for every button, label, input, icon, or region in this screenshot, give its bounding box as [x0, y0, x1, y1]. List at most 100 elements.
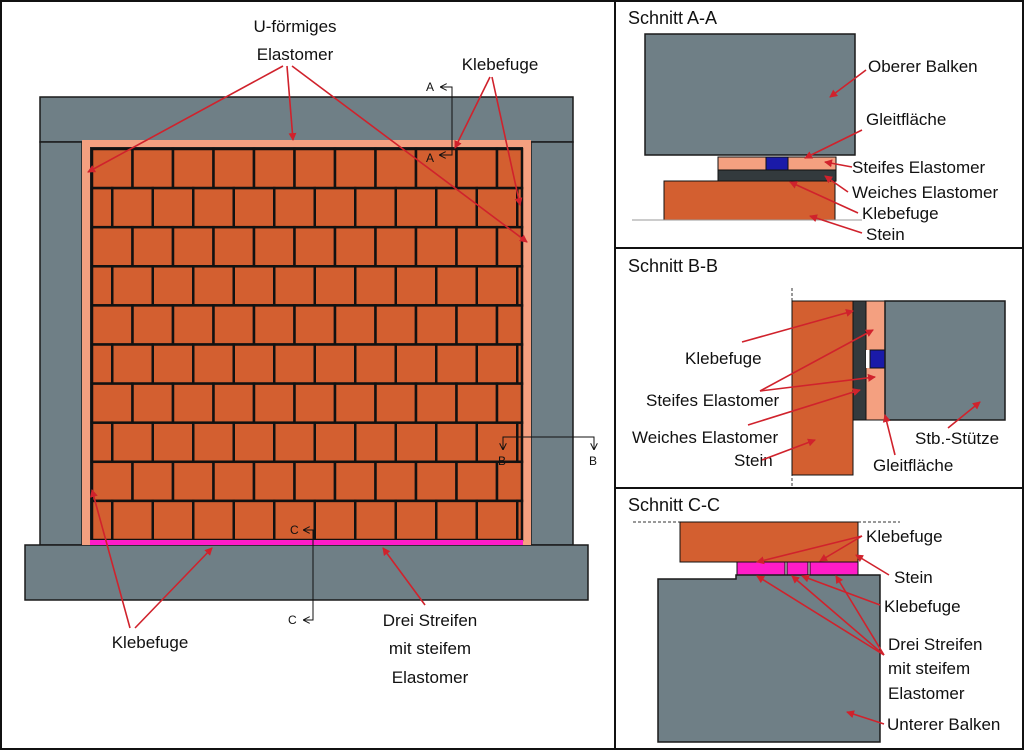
arrow [789, 181, 859, 214]
brick [232, 343, 276, 385]
label: Stb.-Stütze [915, 429, 999, 448]
arrow [801, 574, 881, 606]
brick [495, 382, 524, 424]
brick [151, 421, 195, 464]
brick [90, 343, 114, 385]
right-column [530, 141, 574, 546]
brick [252, 147, 296, 190]
brick [435, 186, 478, 229]
sliding-surface [765, 156, 789, 171]
brick [455, 147, 499, 190]
label: Unterer Balken [887, 715, 1000, 734]
brick [333, 460, 377, 503]
brick [192, 421, 235, 464]
section-cc: Schnitt C-C Klebefuge Stein Klebefuge Dr… [628, 495, 1000, 743]
arrow [835, 575, 885, 656]
gap [866, 350, 870, 368]
brick [455, 460, 499, 503]
bottom-strips [90, 540, 523, 545]
brick [90, 225, 134, 268]
brick [171, 225, 215, 268]
brick [212, 225, 256, 268]
brick [414, 382, 458, 424]
label-drei-streifen: Drei Streifen [383, 611, 477, 630]
brick [354, 265, 397, 307]
brick [171, 147, 215, 190]
brick [455, 225, 499, 268]
section-b-mark [503, 436, 594, 449]
label-u-elastomer: U-förmiges [253, 17, 336, 36]
brick [293, 147, 337, 190]
brick [90, 265, 114, 307]
arrow [882, 414, 896, 456]
label: Elastomer [888, 684, 965, 703]
upper-beam [39, 96, 574, 143]
label: Steifes Elastomer [646, 391, 780, 410]
brick [394, 343, 438, 385]
brick [354, 499, 397, 542]
arrow [741, 309, 854, 343]
brick [354, 343, 397, 385]
brick [333, 382, 377, 424]
label: Klebefuge [685, 349, 762, 368]
brick [435, 421, 478, 464]
brick [516, 343, 524, 385]
brick [192, 186, 235, 229]
arrow [90, 489, 131, 629]
section-a-label: A [426, 151, 434, 165]
brick [333, 304, 377, 346]
arrow [134, 547, 213, 629]
label: Stein [866, 225, 905, 244]
brick [273, 421, 316, 464]
label: Gleitfläche [866, 110, 946, 129]
rc-column [884, 300, 1006, 421]
brick [212, 382, 256, 424]
arrow [829, 69, 867, 98]
brick [192, 265, 235, 307]
section-c-label: C [290, 523, 299, 537]
arrow [809, 214, 863, 234]
brick [333, 147, 377, 190]
brick [232, 265, 276, 307]
arrow [855, 554, 890, 576]
arrow [846, 710, 885, 725]
section-a-mark [440, 87, 453, 155]
brick [435, 265, 478, 307]
brick [414, 225, 458, 268]
arrow [286, 65, 297, 141]
strip [786, 561, 809, 576]
brick [252, 460, 296, 503]
brick [131, 382, 175, 424]
arrow [759, 329, 874, 392]
brick [313, 343, 357, 385]
brick [90, 460, 134, 503]
brick [171, 460, 215, 503]
brick [293, 225, 337, 268]
arrow [804, 129, 863, 159]
brick [111, 265, 154, 307]
brick [414, 304, 458, 346]
u-elastomer-right [523, 142, 531, 545]
brick [475, 265, 519, 307]
label-drei-streifen: mit steifem [389, 639, 471, 658]
arrow [761, 438, 816, 461]
soft-elastomer [717, 169, 837, 182]
label: Weiches Elastomer [632, 428, 778, 447]
brick [313, 186, 357, 229]
left-column [39, 141, 83, 546]
brick [90, 499, 114, 542]
brick [252, 225, 296, 268]
brick [111, 421, 154, 464]
brick [455, 304, 499, 346]
brick [90, 382, 134, 424]
brick [435, 499, 478, 542]
brick [293, 460, 337, 503]
brick [232, 421, 276, 464]
label-klebefuge-top: Klebefuge [462, 55, 539, 74]
brick [90, 147, 134, 190]
u-elastomer-left [82, 142, 90, 545]
section-c-label: C [288, 613, 297, 627]
label: Klebefuge [884, 597, 961, 616]
